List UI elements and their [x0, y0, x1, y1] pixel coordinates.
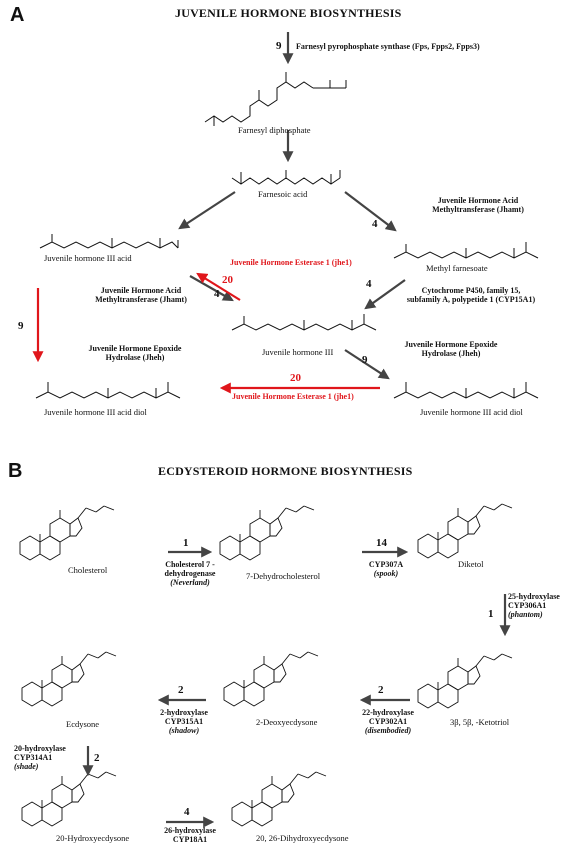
methyl-farnesoate-label: Methyl farnesoate [426, 263, 488, 273]
cyp18-step-number: 4 [184, 806, 190, 818]
jheh-left-line-1: Juvenile Hormone Epoxide [88, 344, 182, 353]
jh3-acid-diol-right-label: Juvenile hormone III acid diol [420, 407, 523, 417]
spook-step-number: 14 [376, 537, 387, 549]
jhamt-right-line-1: Juvenile Hormone Acid [437, 196, 519, 205]
jhamt-right-label: Juvenile Hormone Acid Methyltransferase … [398, 196, 558, 214]
shade-line-3: (shade) [14, 762, 39, 772]
farnesyl-diphosphate-structure [204, 72, 347, 126]
farnesyl-diphosphate-label: Farnesyl diphosphate [238, 125, 311, 135]
jheh-right-step-number: 9 [362, 354, 368, 366]
shade-line-1: 20-hydroxylase [14, 744, 66, 753]
panel-b-letter: B [8, 460, 23, 482]
spook-label: CYP307A (spook) [356, 560, 416, 578]
shade-step-number: 2 [94, 752, 100, 764]
jhe1-top-label: Juvenile Hormone Esterase 1 (jhe1) [230, 258, 352, 267]
jhamt-left-step-number: 4 [214, 288, 220, 300]
diketol-label: Diketol [458, 559, 484, 569]
fps-step-number: 9 [276, 40, 282, 52]
shade-line-2: CYP314A1 [14, 753, 53, 763]
jh3-acid-structure [39, 234, 179, 249]
jhe1-top-step-number: 20 [222, 274, 233, 286]
diketol-structure [417, 503, 513, 559]
ecdysone-label: Ecdysone [66, 719, 100, 729]
methyl-farnesoate-structure [393, 242, 539, 259]
jhamt-right-line-2: Methyltransferase (Jhamt) [432, 205, 524, 215]
disembodied-line-3: (disembodied) [364, 726, 412, 736]
jheh-right-line-1: Juvenile Hormone Epoxide [404, 340, 498, 349]
cyp18-line-2: CYP18A1 [172, 835, 208, 844]
neverland-line-3: (Neverland) [170, 578, 210, 588]
jh3-structure [231, 314, 377, 331]
disembodied-line-1: 22-hydroxylase [362, 708, 414, 717]
disembodied-step-number: 2 [378, 684, 384, 696]
shade-label: 20-hydroxylase CYP314A1 (shade) [14, 744, 84, 772]
ketotriol-label: 3β, 5β, -Ketotriol [450, 717, 510, 727]
jheh-right-line-2: Hydrolase (Jheh) [421, 349, 481, 359]
shadow-line-2: CYP315A1 [164, 717, 204, 727]
deoxyecdysone-label: 2-Deoxyecdysone [256, 717, 318, 727]
cyp18-label: 26-hydroxylase CYP18A1 [158, 826, 222, 844]
neverland-line-2: dehydrogenase [164, 569, 216, 579]
panel-b-title: ECDYSTEROID HORMONE BIOSYNTHESIS [158, 464, 413, 478]
jhamt-left-line-1: Juvenile Hormone Acid [100, 286, 182, 295]
cholesterol-structure [19, 505, 115, 561]
jhamt-left-label: Juvenile Hormone Acid Methyltransferase … [66, 286, 216, 304]
phantom-label: 25-hydroxylase CYP306A1 (phantom) [508, 592, 566, 620]
ketotriol-structure [417, 653, 513, 709]
neverland-label: Cholesterol 7 - dehydrogenase (Neverland… [140, 560, 240, 588]
farnesoic-acid-label: Farnesoic acid [258, 189, 308, 199]
phantom-step-number: 1 [488, 608, 494, 620]
dihydroxyecdysone-label: 20, 26-Dihydroxyecdysone [256, 833, 349, 843]
jhe1-bottom-step-number: 20 [290, 372, 301, 384]
cyp18-line-1: 26-hydroxylase [164, 826, 216, 835]
shadow-step-number: 2 [178, 684, 184, 696]
shadow-label: 2-hydroxylase CYP315A1 (shadow) [152, 708, 216, 736]
jhamt-right-step-number: 4 [372, 218, 378, 230]
fps-enzyme-label: Farnesyl pyrophosphate synthase (Fps, Fp… [296, 42, 480, 51]
hydroxyecdysone-structure [21, 771, 117, 827]
jheh-left-label: Juvenile Hormone Epoxide Hydrolase (Jheh… [60, 344, 210, 362]
deoxyecdysone-structure [223, 651, 319, 707]
cholesterol-label: Cholesterol [68, 565, 108, 575]
cyp-step-number: 4 [366, 278, 372, 290]
dehydrocholesterol-label: 7-Dehydrocholesterol [246, 571, 321, 581]
ecdysone-structure [21, 651, 117, 707]
shadow-line-1: 2-hydroxylase [160, 708, 208, 717]
neverland-line-1: Cholesterol 7 - [165, 560, 215, 569]
jheh-right-label: Juvenile Hormone Epoxide Hydrolase (Jheh… [376, 340, 526, 358]
panel-a-letter: A [10, 4, 25, 26]
dehydrocholesterol-structure [219, 505, 315, 561]
phantom-line-1: 25-hydroxylase [508, 592, 560, 601]
shadow-line-3: (shadow) [168, 726, 200, 736]
panel-a-title: JUVENILE HORMONE BIOSYNTHESIS [175, 6, 402, 20]
hydroxyecdysone-label: 20-Hydroxyecdysone [56, 833, 130, 843]
jheh-left-line-2: Hydrolase (Jheh) [105, 353, 165, 363]
phantom-line-2: CYP306A1 [508, 601, 547, 611]
jheh-left-step-number: 9 [18, 320, 24, 332]
dihydroxyecdysone-structure [231, 771, 327, 827]
jh3-acid-diol-left-structure [35, 382, 181, 399]
jh3-acid-diol-right-structure [393, 382, 539, 399]
spook-line-1: CYP307A [368, 560, 404, 569]
jh3-label: Juvenile hormone III [262, 347, 334, 357]
cyp15a1-label: Cytochrome P450, family 15, subfamily A,… [386, 286, 556, 304]
cyp-line-1: Cytochrome P450, family 15, [421, 286, 521, 295]
spook-line-2: (spook) [373, 569, 399, 579]
phantom-line-3: (phantom) [508, 610, 543, 620]
jh3-acid-diol-left-label: Juvenile hormone III acid diol [44, 407, 147, 417]
farnesoic-acid-structure [231, 170, 341, 185]
jhe1-bottom-label: Juvenile Hormone Esterase 1 (jhe1) [232, 392, 354, 401]
neverland-step-number: 1 [183, 537, 189, 549]
cyp-line-2: subfamily A, polypetide 1 (CYP15A1) [406, 295, 536, 305]
disembodied-line-2: CYP302A1 [368, 717, 408, 727]
jhamt-left-line-2: Methyltransferase (Jhamt) [95, 295, 187, 305]
disembodied-label: 22-hydroxylase CYP302A1 (disembodied) [354, 708, 422, 736]
jh3-acid-label: Juvenile hormone III acid [44, 253, 132, 263]
